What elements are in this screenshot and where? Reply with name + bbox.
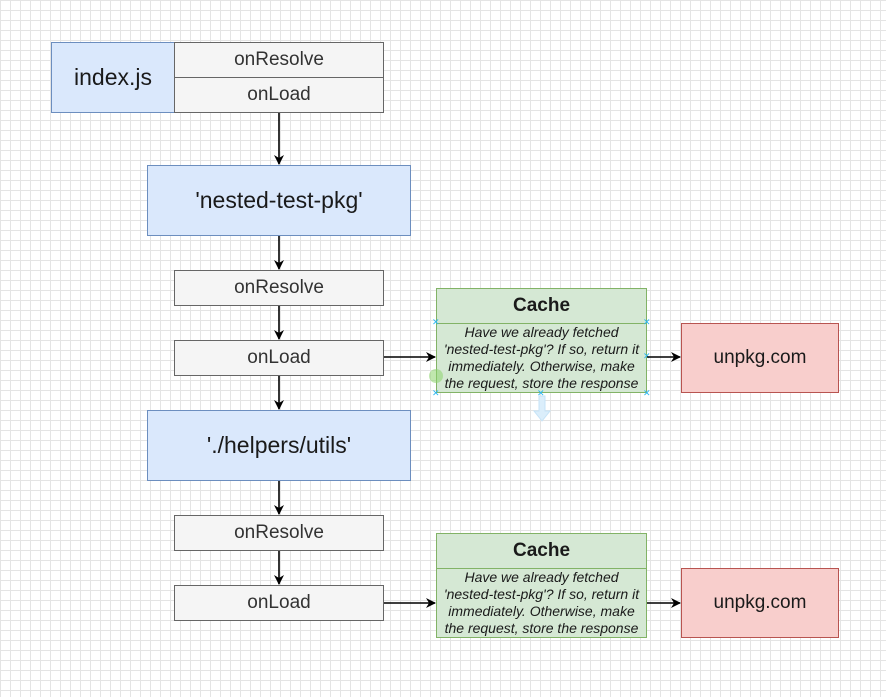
selection-handle-icon[interactable]: ✕ bbox=[432, 317, 440, 327]
index-js-label: index.js bbox=[74, 64, 152, 90]
index-on-load-label: onLoad bbox=[247, 84, 311, 105]
nested-on-resolve-node[interactable]: onResolve bbox=[174, 270, 384, 306]
helpers-utils-node[interactable]: './helpers/utils' bbox=[147, 410, 411, 481]
unpkg-node-1[interactable]: unpkg.com bbox=[681, 323, 839, 393]
index-on-resolve-label: onResolve bbox=[234, 49, 324, 70]
nested-on-resolve-label: onResolve bbox=[234, 277, 324, 298]
cache-2-description: Have we already fetched 'nested-test-pkg… bbox=[443, 569, 640, 636]
helpers-on-load-node[interactable]: onLoad bbox=[174, 585, 384, 621]
cache-1-description: Have we already fetched 'nested-test-pkg… bbox=[443, 324, 640, 391]
helpers-on-resolve-label: onResolve bbox=[234, 522, 324, 543]
index-on-load-node[interactable]: onLoad bbox=[174, 77, 384, 113]
nested-on-load-node[interactable]: onLoad bbox=[174, 340, 384, 376]
unpkg-1-label: unpkg.com bbox=[713, 347, 807, 368]
index-js-node[interactable]: index.js bbox=[51, 42, 175, 113]
nested-test-pkg-label: 'nested-test-pkg' bbox=[195, 187, 363, 213]
cache-1-title: Cache bbox=[437, 289, 646, 324]
helpers-utils-label: './helpers/utils' bbox=[206, 432, 352, 458]
selection-handle-icon[interactable]: ✕ bbox=[537, 388, 545, 398]
cache-2-title: Cache bbox=[437, 534, 646, 569]
unpkg-node-2[interactable]: unpkg.com bbox=[681, 568, 839, 638]
unpkg-2-label: unpkg.com bbox=[713, 592, 807, 613]
cache-node-1[interactable]: Cache Have we already fetched 'nested-te… bbox=[436, 288, 647, 393]
selection-handle-icon[interactable]: ✕ bbox=[643, 317, 651, 327]
helpers-on-load-label: onLoad bbox=[247, 592, 311, 613]
selection-handle-icon[interactable]: ✕ bbox=[432, 388, 440, 398]
selection-handle-icon[interactable]: ✕ bbox=[643, 388, 651, 398]
hover-arrow-down-icon[interactable] bbox=[532, 395, 552, 422]
nested-on-load-label: onLoad bbox=[247, 347, 311, 368]
helpers-on-resolve-node[interactable]: onResolve bbox=[174, 515, 384, 551]
connection-point-icon[interactable] bbox=[429, 369, 443, 383]
cache-node-2[interactable]: Cache Have we already fetched 'nested-te… bbox=[436, 533, 647, 638]
selection-handle-icon[interactable]: ✕ bbox=[643, 351, 651, 361]
nested-test-pkg-node[interactable]: 'nested-test-pkg' bbox=[147, 165, 411, 236]
